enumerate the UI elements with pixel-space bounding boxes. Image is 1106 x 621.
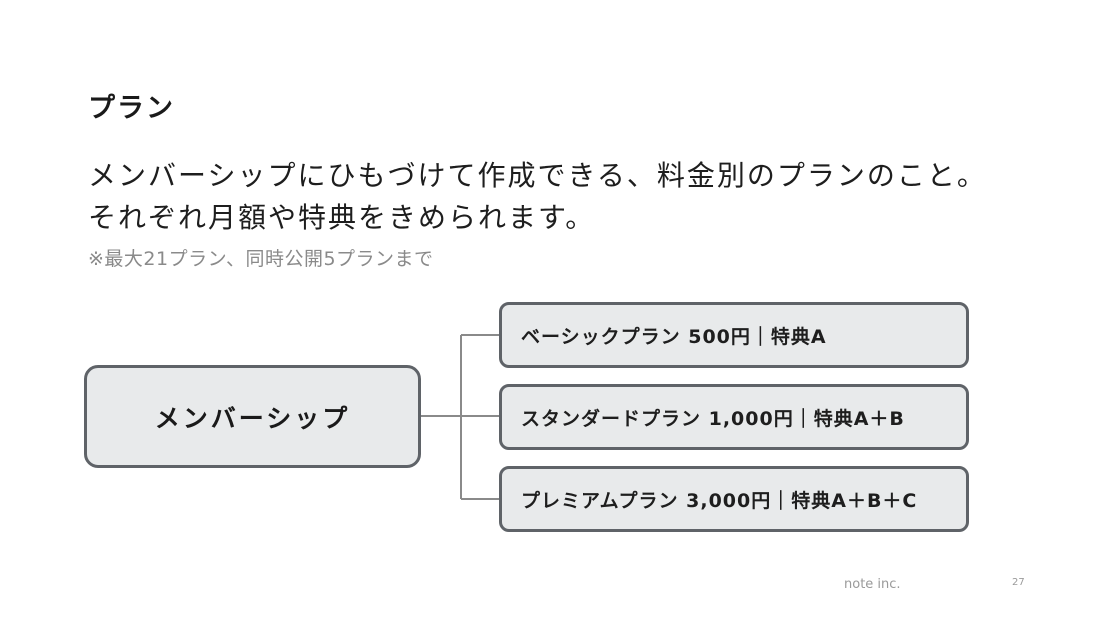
membership-node: メンバーシップ xyxy=(84,365,421,468)
page-number: 27 xyxy=(1012,577,1025,588)
basic-plan-label: ベーシックプラン 500円｜特典A xyxy=(521,325,827,348)
footer-company: note inc. xyxy=(844,577,901,592)
description-line-2: それぞれ月額や特典をきめられます。 xyxy=(88,201,596,234)
description-line-1: メンバーシップにひもづけて作成できる、料金別のプランのこと。 xyxy=(88,159,987,192)
basic-plan-node: ベーシックプラン 500円｜特典A xyxy=(499,302,969,368)
standard-plan-node: スタンダードプラン 1,000円｜特典A＋B xyxy=(499,384,969,450)
standard-plan-label: スタンダードプラン 1,000円｜特典A＋B xyxy=(521,407,905,430)
description: メンバーシップにひもづけて作成できる、料金別のプランのこと。 それぞれ月額や特典… xyxy=(88,155,1048,239)
slide-title: プラン xyxy=(88,93,175,124)
premium-plan-label: プレミアムプラン 3,000円｜特典A＋B＋C xyxy=(521,489,918,512)
limit-note: ※最大21プラン、同時公開5プランまで xyxy=(88,248,434,270)
premium-plan-node: プレミアムプラン 3,000円｜特典A＋B＋C xyxy=(499,466,969,532)
membership-label: メンバーシップ xyxy=(154,403,351,433)
